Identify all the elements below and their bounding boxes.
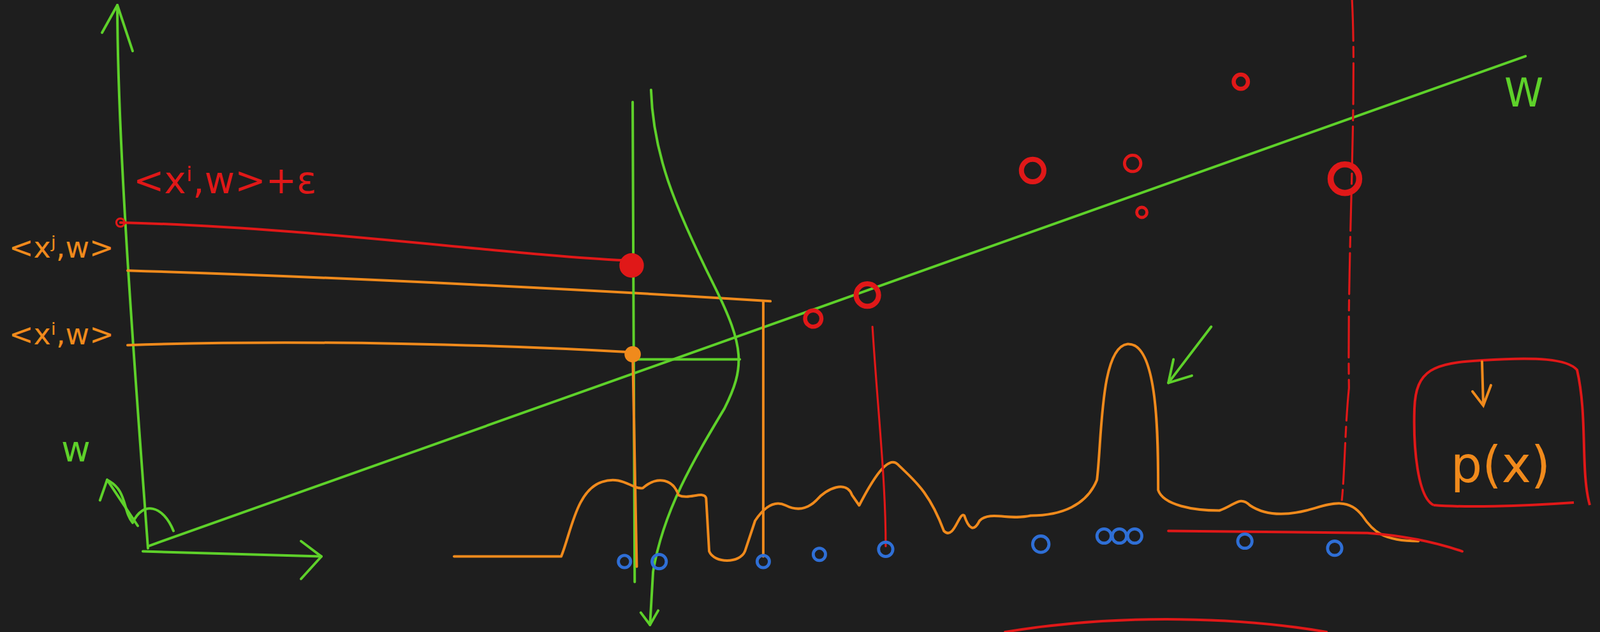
noisy-value: <xⁱ,w>+ε [130,159,320,203]
weight-label: w [58,428,94,470]
density-box: p(x) [1408,353,1593,511]
density-label: p(x) [1450,436,1551,495]
projection-value: <xʲ,w> [6,230,117,265]
projection-value: <xⁱ,w> [6,317,117,352]
weight-label: W [1501,70,1546,116]
